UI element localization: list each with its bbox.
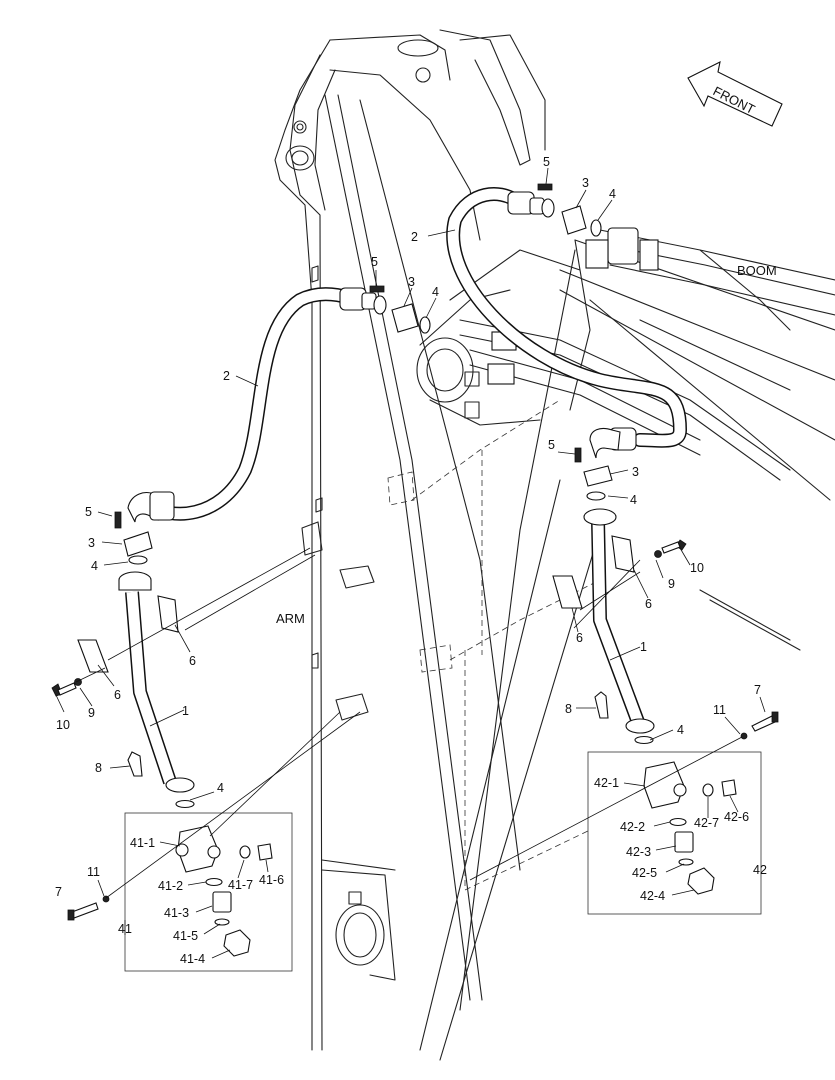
callout-9: 9 [88,706,95,720]
valve-block-42 [587,751,762,915]
callout-labels: BOOM ARM 5 3 4 2 5 3 4 2 5 3 4 6 6 9 10 … [55,155,777,966]
callout-41-7: 41-7 [228,878,253,892]
callout-42: 42 [753,863,767,877]
callout-42-2: 42-2 [620,820,645,834]
callout-5: 5 [543,155,550,169]
callout-42-1: 42-1 [594,776,619,790]
callout-5: 5 [548,438,555,452]
callout-41-4: 41-4 [180,952,205,966]
callout-4: 4 [609,187,616,201]
hose-2-upper [446,187,688,459]
callout-1: 1 [640,640,647,654]
callout-9: 9 [668,577,675,591]
label-arm: ARM [276,611,305,626]
pipe-1-right [583,508,655,734]
callout-3: 3 [88,536,95,550]
callout-41-6: 41-6 [259,873,284,887]
callout-6: 6 [189,654,196,668]
callout-11: 11 [713,703,726,717]
callout-8: 8 [565,702,572,716]
callout-3: 3 [408,275,415,289]
callout-3: 3 [632,465,639,479]
callout-4: 4 [217,781,224,795]
pipe-1-left [118,571,195,793]
callout-10: 10 [690,561,704,575]
callout-5: 5 [85,505,92,519]
callout-11: 11 [87,865,100,879]
flange-fittings [114,183,654,809]
callout-2: 2 [223,369,230,383]
callout-6: 6 [645,597,652,611]
arm-structure [274,29,835,1061]
callout-42-6: 42-6 [724,810,749,824]
callout-6: 6 [576,631,583,645]
callout-6: 6 [114,688,121,702]
callout-4: 4 [91,559,98,573]
callout-42-5: 42-5 [632,866,657,880]
callout-42-3: 42-3 [626,845,651,859]
hose-2-lower [127,287,387,523]
callout-4: 4 [677,723,684,737]
front-arrow: FRONT [687,61,783,127]
callout-4: 4 [630,493,637,507]
callout-42-7: 42-7 [694,816,719,830]
callout-7: 7 [55,885,62,899]
callout-1: 1 [182,704,189,718]
callout-8: 8 [95,761,102,775]
callout-7: 7 [754,683,761,697]
callout-2: 2 [411,230,418,244]
clamps-and-bolts [51,535,779,921]
callout-42-4: 42-4 [640,889,665,903]
callout-41: 41 [118,922,132,936]
callout-10: 10 [56,718,70,732]
callout-4: 4 [432,285,439,299]
callout-41-1: 41-1 [130,836,155,850]
label-boom: BOOM [737,263,777,278]
callout-41-5: 41-5 [173,929,198,943]
callout-41-3: 41-3 [164,906,189,920]
callout-5: 5 [371,255,378,269]
callout-41-2: 41-2 [158,879,183,893]
callout-3: 3 [582,176,589,190]
leader-lines [55,167,766,959]
